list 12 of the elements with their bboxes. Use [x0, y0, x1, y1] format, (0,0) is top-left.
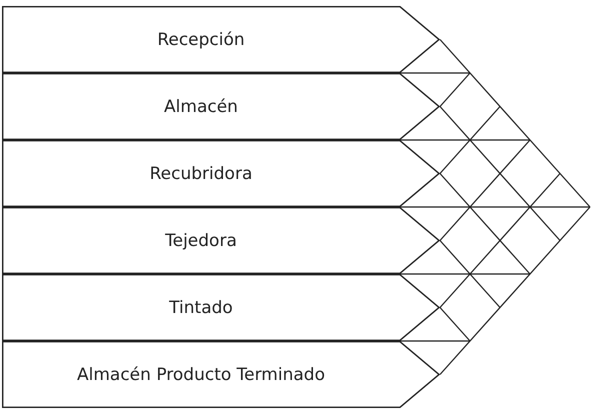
department-box	[2, 140, 440, 207]
department-name: Almacén Producto Terminado	[77, 364, 325, 384]
department-name: Tejedora	[165, 230, 237, 250]
department-box	[2, 6, 440, 73]
department-name: Almacén	[164, 96, 238, 116]
department-name: Tintado	[169, 298, 233, 318]
department-box	[2, 73, 440, 140]
department-name: Recubridora	[150, 164, 252, 184]
department-box	[2, 274, 440, 341]
department-box	[2, 207, 440, 274]
department-name: Recepción	[157, 30, 245, 50]
department-box	[2, 341, 440, 408]
